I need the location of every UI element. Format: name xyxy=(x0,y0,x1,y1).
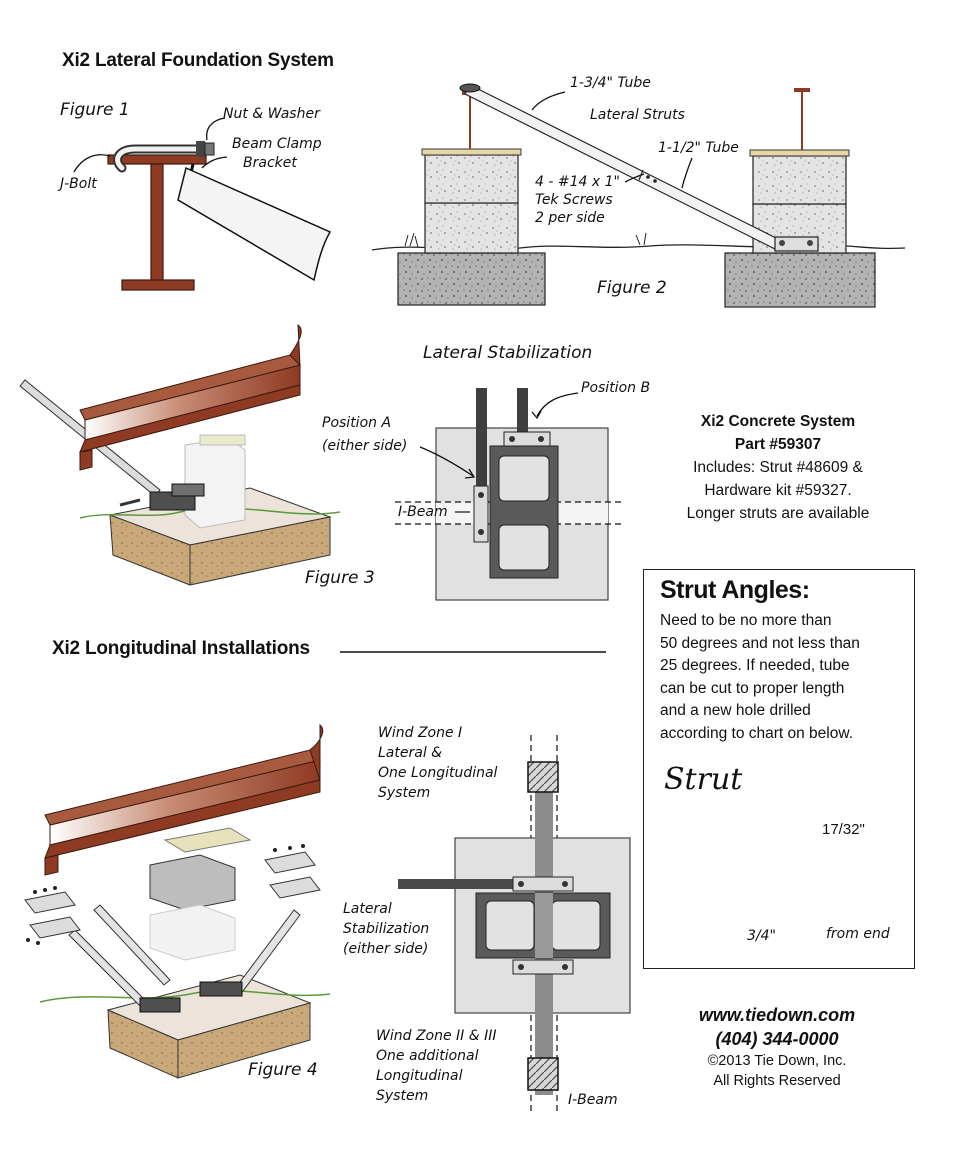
concrete-system-kit: Hardware kit #59327. xyxy=(704,482,852,499)
hardware-right xyxy=(264,844,321,899)
position-a-strut xyxy=(476,388,487,488)
strut-angles-box: Strut Angles: Need to be no more than 50… xyxy=(643,569,915,969)
concrete-system-part: Part #59307 xyxy=(734,436,822,453)
website-link[interactable]: www.tiedown.com xyxy=(698,1005,856,1025)
strut-angles-text: Need to be no more than 50 degrees and n… xyxy=(660,610,905,745)
lateral-stab-bar xyxy=(398,879,520,889)
position-b-label: Position B xyxy=(581,380,651,396)
figure1-strut xyxy=(177,166,332,282)
position-b-bracket xyxy=(503,431,551,447)
concrete-system-title: Xi2 Concrete System xyxy=(700,413,856,430)
bracket-label: Bracket xyxy=(243,155,297,171)
strut-angles-title: Strut Angles: xyxy=(660,576,810,604)
strut-angles-line: according to chart on below. xyxy=(660,724,854,742)
figure4-drawing xyxy=(24,723,331,1079)
strut-angles-line: Need to be no more than xyxy=(660,612,832,629)
ibeam-web xyxy=(150,163,164,281)
wz2-line: Longitudinal xyxy=(376,1068,463,1084)
distance-label: 3/4" xyxy=(747,928,776,944)
tube-large-label: 1-3/4" Tube xyxy=(570,75,651,91)
figure1-drawing xyxy=(73,117,332,291)
wz2-line: One additional xyxy=(376,1048,479,1064)
nut-washer-label: Nut & Washer xyxy=(223,106,320,122)
hardware-left xyxy=(24,886,81,945)
position-a-label: Position A xyxy=(322,415,392,431)
concrete-system-info: Xi2 Concrete System Part #59307 Includes… xyxy=(660,410,896,525)
left-cap xyxy=(421,148,522,156)
position-b-strut xyxy=(517,388,528,434)
strut-heading: Strut xyxy=(664,762,743,797)
fig3-ibeam-label: I-Beam xyxy=(398,504,448,520)
rights: All Rights Reserved xyxy=(713,1073,841,1089)
wz1-line: One Longitudinal xyxy=(378,765,498,781)
concrete-system-includes: Includes: Strut #48609 & xyxy=(693,459,863,476)
right-pier-upper xyxy=(752,155,847,205)
position-a-bracket xyxy=(473,485,489,543)
figure1-label: Figure 1 xyxy=(60,100,130,120)
longitudinal-plan xyxy=(398,735,631,1115)
from-end-label: from end xyxy=(826,926,890,942)
lat-line: Stabilization xyxy=(343,921,430,937)
strut-angles-line: and a new hole drilled xyxy=(660,702,811,719)
screws-label-1: 4 - #14 x 1" xyxy=(535,174,620,190)
figure3-drawing xyxy=(19,323,341,586)
wz1-line: Lateral & xyxy=(378,745,443,761)
lat-line: Lateral xyxy=(343,901,392,917)
coil-bottom xyxy=(527,1057,559,1091)
right-cap xyxy=(749,149,850,157)
fig4-strut-right xyxy=(233,909,301,996)
left-footing xyxy=(397,252,546,306)
copyright: ©2013 Tie Down, Inc. xyxy=(707,1053,847,1069)
screws-label-3: 2 per side xyxy=(535,210,605,226)
lateral-struts-label: Lateral Struts xyxy=(590,107,685,123)
figure4-label: Figure 4 xyxy=(248,1060,318,1080)
lateral-system-title: Xi2 Lateral Foundation System xyxy=(62,50,334,71)
wz2-line: Wind Zone II & III xyxy=(376,1028,497,1044)
figure2-label: Figure 2 xyxy=(597,278,667,298)
footer: www.tiedown.com (404) 344-0000 ©2013 Tie… xyxy=(660,1003,894,1091)
beam-clamp-label: Beam Clamp xyxy=(232,136,322,152)
lateral-stabilization-plan xyxy=(395,388,625,601)
wind-zone-1-label: Wind Zone I Lateral & One Longitudinal S… xyxy=(378,723,497,803)
wz1-line: Wind Zone I xyxy=(378,725,463,741)
left-pier-lower xyxy=(424,202,519,254)
wind-zone-2-label: Wind Zone II & III One additional Longit… xyxy=(376,1026,497,1106)
phone-number: (404) 344-0000 xyxy=(715,1029,839,1049)
wz2-line: System xyxy=(376,1088,429,1104)
fig4-bracket-1 xyxy=(139,997,181,1013)
strut-angles-line: 25 degrees. If needed, tube xyxy=(660,657,850,674)
wz1-line: System xyxy=(378,785,431,801)
fig4-bracket-bottom xyxy=(512,959,574,975)
ibeam-bottom-flange xyxy=(121,279,195,291)
lat-line: (either side) xyxy=(343,941,429,957)
strut-angles-line: can be cut to proper length xyxy=(660,679,845,697)
longitudinal-title: Xi2 Longitudinal Installations xyxy=(52,638,310,659)
coil-top xyxy=(527,761,559,793)
fig4-bracket-top xyxy=(512,876,574,892)
strut-angles-line: 50 degrees and not less than xyxy=(660,634,860,652)
tube-small-label: 1-1/2" Tube xyxy=(658,140,739,156)
position-a-sub: (either side) xyxy=(322,438,408,454)
fig4-ibeam-web xyxy=(49,759,321,846)
hole-size-label: 17/32" xyxy=(822,821,865,838)
fig4-ibeam-label: I-Beam xyxy=(568,1092,618,1108)
lateral-stab-title: Lateral Stabilization xyxy=(423,343,593,363)
concrete-system-note: Longer struts are available xyxy=(686,505,870,522)
lateral-stab-fig4-label: Lateral Stabilization (either side) xyxy=(343,899,429,959)
fig4-strut-left xyxy=(93,904,171,986)
right-footing xyxy=(724,252,876,308)
footing-bracket xyxy=(774,236,819,252)
nut-washer xyxy=(196,141,205,157)
fig4-block-upper xyxy=(149,854,236,911)
figure3-label: Figure 3 xyxy=(305,568,375,588)
jbolt-label: J-Bolt xyxy=(60,176,97,192)
screws-label-2: Tek Screws xyxy=(535,192,613,208)
left-pier-upper xyxy=(424,154,519,204)
figure2-drawing xyxy=(371,83,906,308)
